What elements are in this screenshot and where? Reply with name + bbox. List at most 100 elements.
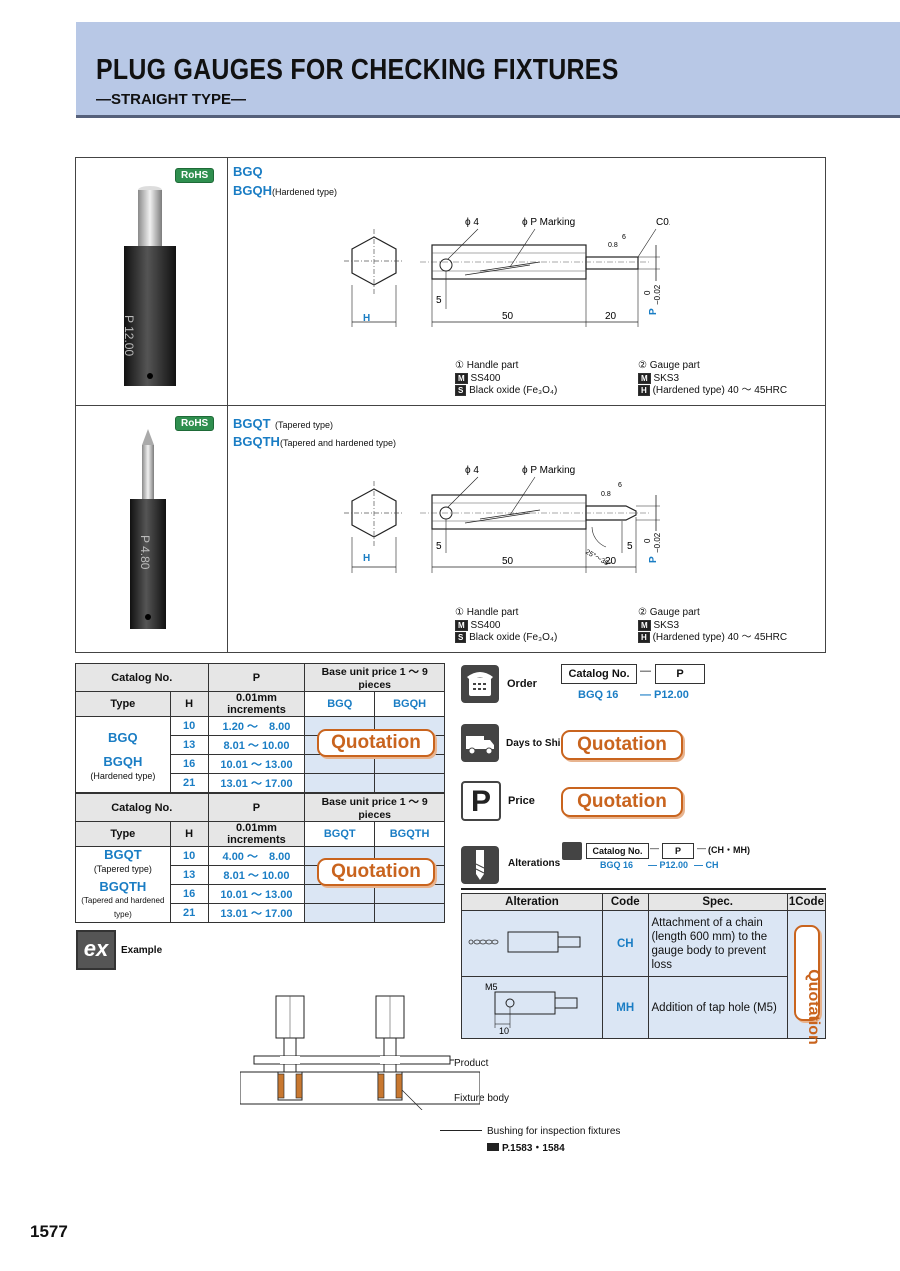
note-handle-surface: S Black oxide (Fe₃O₄) <box>455 385 557 398</box>
alteration-code-mh: MH <box>602 976 649 1039</box>
quotation-badge-days: Quotation <box>561 730 683 760</box>
bushing-leader <box>440 1130 482 1131</box>
alteration-mh-image: M5 10 <box>461 976 603 1039</box>
note-handle-material: M SS400 <box>455 372 557 386</box>
th-bgqh: BGQH <box>374 691 445 717</box>
type-bgqh-note: (Hardened type) <box>90 770 156 781</box>
th-catalog-2: Catalog No. <box>75 793 209 822</box>
header-rule <box>76 115 900 118</box>
row-p: 13.01 ～ 17.00 <box>207 773 306 793</box>
page-number: 1577 <box>30 1222 68 1241</box>
photo-marking-2: P 4.80 <box>138 535 152 570</box>
order-dash: — <box>640 665 651 677</box>
th-bgq: BGQ <box>304 691 376 717</box>
row-h: 13 <box>169 735 209 755</box>
phone-icon-small <box>562 842 582 860</box>
row-p: 1.20 ～ 8.00 <box>207 716 306 736</box>
dim-h-2: H <box>363 553 370 564</box>
row-h: 21 <box>169 903 209 923</box>
th-alteration: Alteration <box>461 893 603 911</box>
row-h: 16 <box>169 754 209 774</box>
type-bgqth: BGQTH <box>99 878 147 894</box>
alteration-spec-ch: Attachment of a chain (length 600 mm) to… <box>647 910 788 977</box>
tolerance-p-2: P <box>648 556 659 563</box>
example-fixture-label: Fixture body <box>454 1093 510 1104</box>
dim-phip-2: ϕ P Marking <box>522 465 575 476</box>
frame-divider <box>75 405 826 406</box>
note-handle-surface-2: S Black oxide (Fe₃O₄) <box>455 632 557 645</box>
th-bgqth: BGQTH <box>374 821 445 847</box>
rohs-badge: RoHS <box>175 168 215 183</box>
rohs-badge-2: RoHS <box>175 416 215 431</box>
note-handle: ① Handle part <box>455 360 519 371</box>
frame-column-divider <box>227 157 228 653</box>
price-cell <box>304 903 376 923</box>
th-type-2: Type <box>75 821 171 847</box>
th-increments-2: 0.01mm increments <box>207 821 306 847</box>
type-bgq: BGQ <box>108 729 138 745</box>
order-label: Order <box>507 678 537 690</box>
row-h: 10 <box>169 716 209 736</box>
roughness-value-2: 6 <box>622 234 626 241</box>
dim-5-tip: 5 <box>627 541 633 552</box>
row-h: 13 <box>169 865 209 885</box>
row-p: 10.01 ～ 13.00 <box>207 884 306 904</box>
th-spec: Spec. <box>647 893 788 911</box>
quotation-badge-table2: Quotation <box>317 858 435 886</box>
row-p: 13.01 ～ 17.00 <box>207 903 306 923</box>
product-code-note: (Hardened type) <box>272 187 338 197</box>
phone-icon <box>461 665 499 703</box>
th-bgqt: BGQT <box>304 821 376 847</box>
price-cell <box>374 903 445 923</box>
quotation-vertical-text: Quotation <box>804 969 822 1045</box>
alt-codes: (CH・MH) <box>708 845 750 855</box>
th-h: H <box>169 691 209 717</box>
price-cell <box>374 884 445 904</box>
th-price: Base unit price 1 ～ 9 pieces <box>304 663 445 692</box>
alt-example-code: BGQ 16 <box>600 860 634 870</box>
alteration-code-ch: CH <box>602 910 649 977</box>
alteration-quotation-cell: Quotation <box>786 910 827 1045</box>
type-cell: BGQ BGQH (Hardened type) <box>75 716 171 793</box>
note-gauge: ② Gauge part <box>638 360 700 371</box>
product-code-bgqth: BGQTH <box>233 434 280 449</box>
gauge-side-view <box>585 256 639 270</box>
th-price-2: Base unit price 1 ～ 9 pieces <box>304 793 445 822</box>
alterations-table: Alteration Code Spec. 1Code CH Attachmen… <box>461 893 827 1045</box>
example-reference-pages: P.1583・1584 <box>502 1143 565 1154</box>
type-bgqth-note: (Tapered and hardened type) <box>81 895 165 919</box>
type-bgqt: BGQT <box>104 846 142 862</box>
th-code: Code <box>602 893 649 911</box>
plug-gauge-photo-bgq <box>124 186 176 386</box>
row-p: 10.01 ～ 13.00 <box>207 754 306 774</box>
row-h: 10 <box>169 846 209 866</box>
product-code-bgqh-row: BGQH(Hardened type) <box>233 182 337 200</box>
alteration-spec-mh: Addition of tap hole (M5) <box>647 976 788 1039</box>
price-cell <box>374 754 445 774</box>
example-diagram <box>240 995 480 1110</box>
roughness-value-4: 6 <box>618 482 622 489</box>
dim-50-2: 50 <box>502 556 514 567</box>
truck-icon <box>461 724 499 762</box>
order-example-p: — P12.00 <box>640 689 689 701</box>
row-p: 4.00 ～ 8.00 <box>207 846 306 866</box>
order-catalog-box: Catalog No. <box>561 664 637 684</box>
row-p: 8.01 ～ 10.00 <box>207 735 306 755</box>
price-cell <box>304 773 376 793</box>
dim-50: 50 <box>502 311 514 322</box>
tolerance-upper: 0 <box>643 290 652 295</box>
drawing-bgqt: H ϕ 4 ϕ P Marking 0.8 6 25°～30° 5 50 20 … <box>344 465 662 573</box>
tolerance-p: P <box>648 308 659 315</box>
page-title: PLUG GAUGES FOR CHECKING FIXTURES <box>96 54 619 86</box>
alteration-ch-image <box>461 910 603 977</box>
th-p-2: P <box>207 793 306 822</box>
drill-icon <box>461 846 499 884</box>
type-bgqt-note: (Tapered type) <box>93 863 152 874</box>
tap-hole-diagram: M5 10 <box>485 982 578 1036</box>
dim-5: 5 <box>436 295 442 306</box>
dim-5-2: 5 <box>436 541 442 552</box>
tolerance-lower: −0.02 <box>653 284 662 305</box>
price-label: Price <box>508 795 535 807</box>
dim-chamfer: C0.2～1.0 <box>656 217 670 228</box>
alt-dash-1: — <box>650 843 659 853</box>
